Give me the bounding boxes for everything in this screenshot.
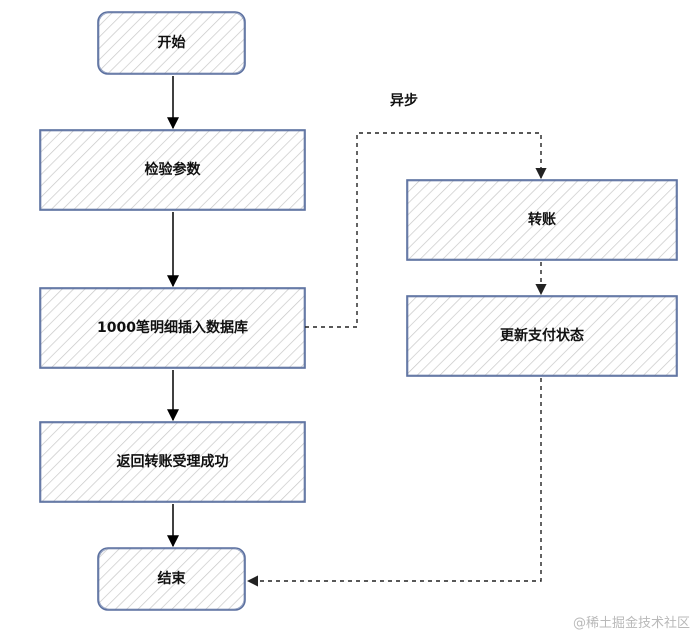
- return-success-node-label: 返回转账受理成功: [117, 453, 229, 470]
- update-status-node: 更新支付状态: [406, 295, 678, 377]
- insert-node-label: 1000笔明细插入数据库: [97, 319, 248, 336]
- validate-node: 检验参数: [39, 129, 306, 211]
- insert-node: 1000笔明细插入数据库: [39, 287, 306, 369]
- watermark-text: @稀土掘金技术社区: [573, 615, 690, 631]
- update-status-node-label: 更新支付状态: [500, 327, 584, 344]
- transfer-node: 转账: [406, 179, 678, 261]
- validate-node-label: 检验参数: [145, 161, 202, 178]
- start-node: 开始: [97, 11, 246, 75]
- async-arrow-insert-to-transfer: [305, 132, 547, 328]
- return-success-node: 返回转账受理成功: [39, 421, 306, 503]
- transfer-node-label: 转账: [528, 211, 556, 228]
- async-label: 异步: [390, 92, 418, 109]
- arrow-update-to-end: [246, 378, 542, 587]
- end-node: 结束: [97, 547, 246, 611]
- end-node-label: 结束: [158, 570, 187, 587]
- start-node-label: 开始: [158, 34, 186, 51]
